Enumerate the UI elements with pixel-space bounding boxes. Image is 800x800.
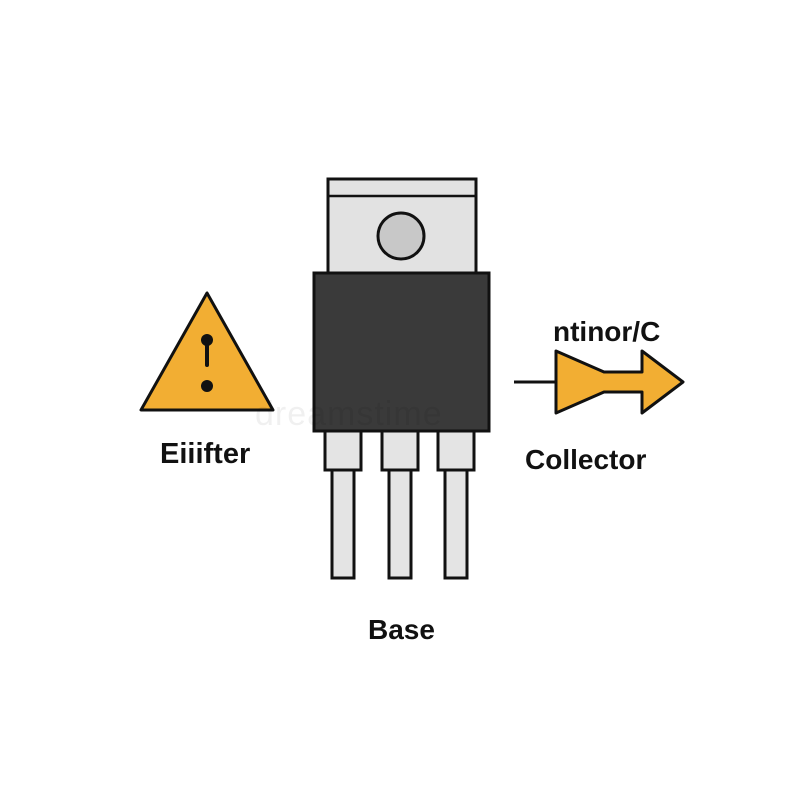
leg-shoulder-middle [380, 426, 420, 472]
warning-bottom-dot [201, 380, 213, 392]
warning-triangle-icon [139, 291, 275, 412]
emitter-label: Eiiifter [160, 438, 251, 470]
leg-shoulder-left [323, 426, 363, 472]
leg-shoulder-right [436, 426, 476, 472]
base-label: Base [368, 614, 435, 645]
arrow-right-icon [514, 349, 685, 415]
collector-top-label: ntinor/C [553, 316, 661, 347]
mounting-hole [376, 211, 426, 261]
arrow-shape [554, 349, 685, 415]
transistor-to220-icon [312, 177, 491, 580]
collector-label: Collector [525, 444, 647, 475]
transistor-body [312, 271, 491, 433]
watermark: dreamstime [255, 395, 443, 433]
